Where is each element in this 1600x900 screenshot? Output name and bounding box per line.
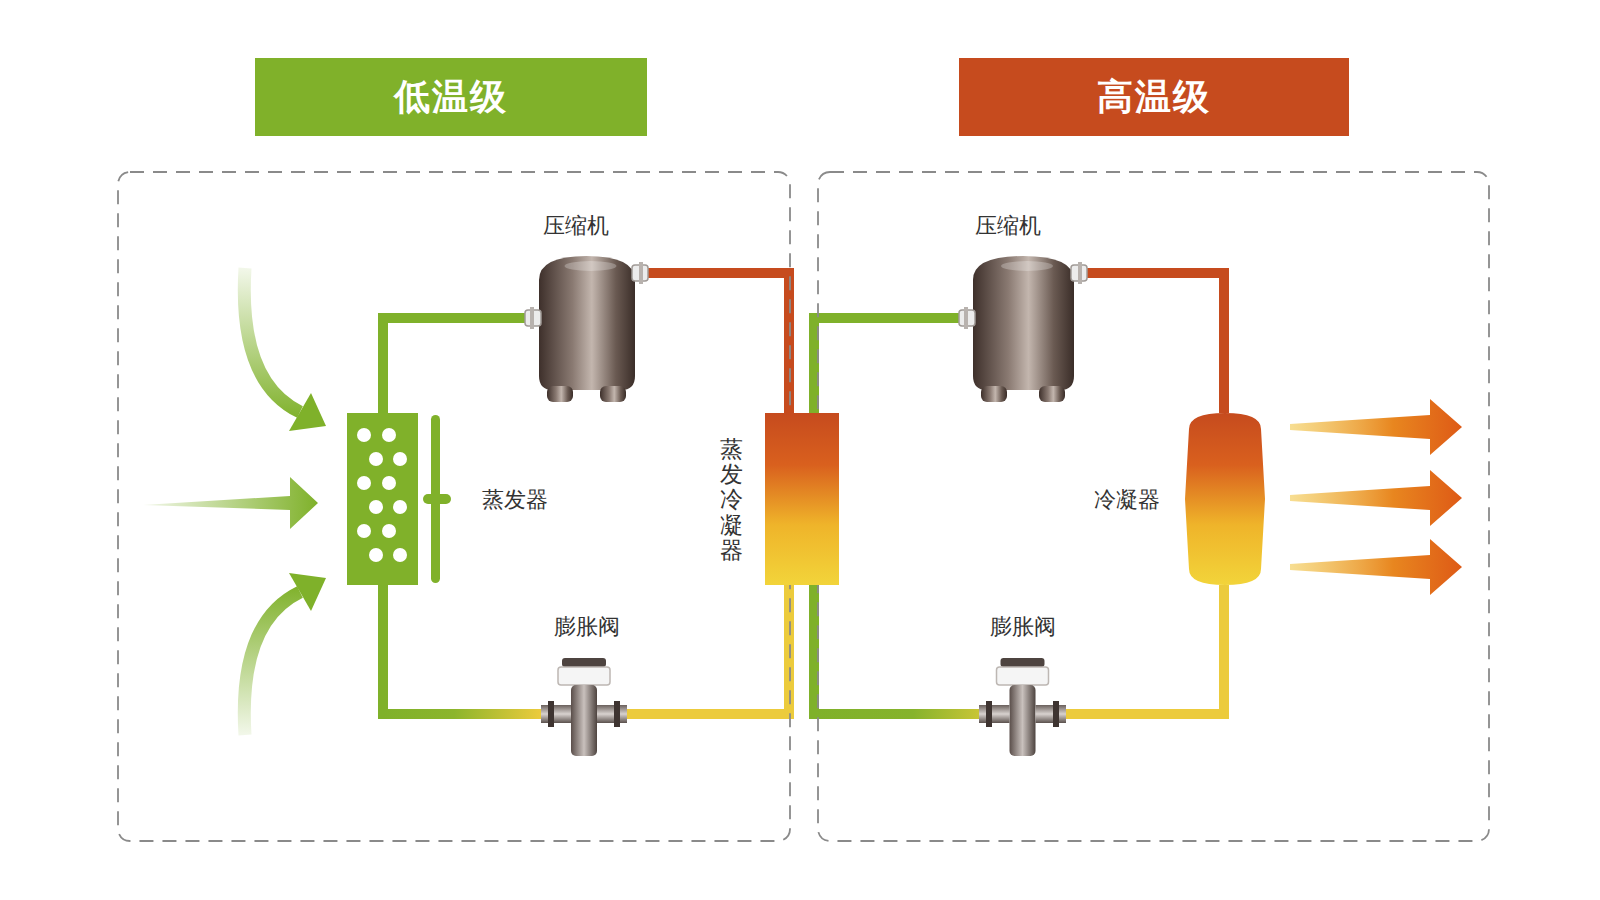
refrigerant-pipe bbox=[627, 585, 789, 714]
condenser-body bbox=[1185, 413, 1265, 585]
valve-port bbox=[597, 705, 627, 723]
compressor-foot bbox=[1039, 386, 1065, 402]
component-label: 膨胀阀 bbox=[990, 614, 1056, 640]
stage-region: 压缩机蒸发器膨胀阀低温级 bbox=[117, 171, 791, 842]
inlet-ring bbox=[530, 307, 534, 329]
air-arrow-head bbox=[289, 393, 326, 431]
component-label: 压缩机 bbox=[543, 213, 609, 239]
valve-flange bbox=[548, 701, 554, 727]
cold-air-arrows bbox=[143, 268, 326, 735]
dashed-border bbox=[818, 172, 1489, 841]
compressor-body bbox=[539, 256, 635, 390]
refrigerant-pipe bbox=[814, 318, 959, 413]
air-arrow bbox=[143, 477, 318, 529]
evaporator-coil bbox=[347, 413, 418, 585]
component-label: 蒸发冷凝器 bbox=[720, 437, 743, 563]
heat-out-arrows bbox=[1290, 399, 1462, 595]
condenser-shape bbox=[1185, 413, 1265, 585]
compressor-foot bbox=[600, 386, 626, 402]
valve-port bbox=[1036, 705, 1067, 723]
coil-hole bbox=[382, 476, 396, 490]
expansion-valve: 膨胀阀 bbox=[979, 658, 1066, 758]
compressor-illustration bbox=[959, 250, 1087, 406]
valve-flange bbox=[986, 701, 992, 727]
expansion-valve-illustration bbox=[979, 658, 1066, 758]
expansion-valve: 膨胀阀 bbox=[541, 658, 627, 758]
coil-hole bbox=[357, 428, 371, 442]
compressor-foot bbox=[547, 386, 573, 402]
expansion-valve-illustration bbox=[541, 658, 627, 758]
valve-bonnet bbox=[558, 667, 610, 685]
air-arrow-head bbox=[289, 573, 326, 611]
refrigerant-pipe bbox=[383, 585, 541, 714]
dashed-border bbox=[118, 172, 790, 841]
evaporator-shape bbox=[347, 413, 451, 585]
coil-hole bbox=[369, 548, 383, 562]
valve-port bbox=[979, 705, 1010, 723]
header-band: 高温级 bbox=[959, 58, 1349, 136]
heat-arrow bbox=[1290, 399, 1462, 455]
coil-hole bbox=[393, 500, 407, 514]
valve-cap bbox=[1001, 658, 1045, 667]
evaporator-illustration bbox=[347, 413, 451, 585]
compressor-shape bbox=[525, 250, 648, 406]
compressor-highlight bbox=[565, 261, 617, 271]
condenser-illustration bbox=[1185, 413, 1265, 585]
stage-title: 低温级 bbox=[394, 73, 508, 122]
refrigerant-pipe bbox=[383, 318, 525, 413]
refrigerant-pipe bbox=[1087, 273, 1224, 413]
compressor-illustration bbox=[525, 250, 648, 406]
outlet-ring bbox=[1078, 262, 1082, 284]
heat-exchanger-body bbox=[765, 413, 839, 585]
evaporator: 蒸发器 bbox=[347, 413, 451, 585]
coil-hole bbox=[369, 500, 383, 514]
outlet-ring bbox=[639, 262, 643, 284]
header-band: 低温级 bbox=[255, 58, 647, 136]
heat-arrow bbox=[1290, 539, 1462, 595]
component-label: 冷凝器 bbox=[1094, 487, 1160, 513]
expansion-valve-shape bbox=[541, 658, 627, 758]
condenser: 冷凝器 bbox=[1185, 413, 1265, 585]
coil-hole bbox=[369, 452, 383, 466]
valve-flange bbox=[614, 701, 620, 727]
valve-port bbox=[541, 705, 571, 723]
heat-arrow bbox=[1290, 470, 1462, 526]
valve-flange bbox=[1053, 701, 1059, 727]
compressor-highlight bbox=[1001, 261, 1053, 271]
compressor-body bbox=[973, 256, 1074, 390]
valve-body bbox=[571, 685, 597, 756]
compressor-shape bbox=[959, 250, 1087, 406]
component-label: 蒸发器 bbox=[482, 487, 548, 513]
component-label: 压缩机 bbox=[975, 213, 1041, 239]
air-arrow bbox=[244, 592, 300, 735]
coil-hole bbox=[393, 548, 407, 562]
region-outline bbox=[117, 171, 791, 842]
valve-bonnet bbox=[997, 667, 1049, 685]
refrigerant-pipe bbox=[648, 273, 789, 413]
stage-title: 高温级 bbox=[1097, 73, 1211, 122]
refrigerant-pipe bbox=[1066, 585, 1224, 714]
expansion-valve-shape bbox=[979, 658, 1066, 758]
component-label: 膨胀阀 bbox=[554, 614, 620, 640]
coil-hole bbox=[382, 428, 396, 442]
coil-hole bbox=[393, 452, 407, 466]
stage-region: 压缩机冷凝器膨胀阀高温级 bbox=[817, 171, 1490, 842]
valve-body bbox=[1010, 685, 1036, 756]
evaporator-condenser-illustration bbox=[765, 413, 839, 585]
refrigerant-pipe bbox=[814, 585, 979, 714]
valve-cap bbox=[562, 658, 606, 667]
air-arrow bbox=[244, 268, 300, 412]
evaporator-condenser: 蒸发冷凝器 bbox=[765, 413, 839, 585]
evaporator-condenser-shape bbox=[765, 413, 839, 585]
compressor-foot bbox=[981, 386, 1007, 402]
coil-hole bbox=[357, 524, 371, 538]
evaporator-fan-hub bbox=[423, 494, 451, 504]
inlet-ring bbox=[964, 307, 968, 329]
coil-hole bbox=[382, 524, 396, 538]
compressor: 压缩机 bbox=[959, 250, 1087, 406]
coil-hole bbox=[357, 476, 371, 490]
compressor: 压缩机 bbox=[525, 250, 648, 406]
